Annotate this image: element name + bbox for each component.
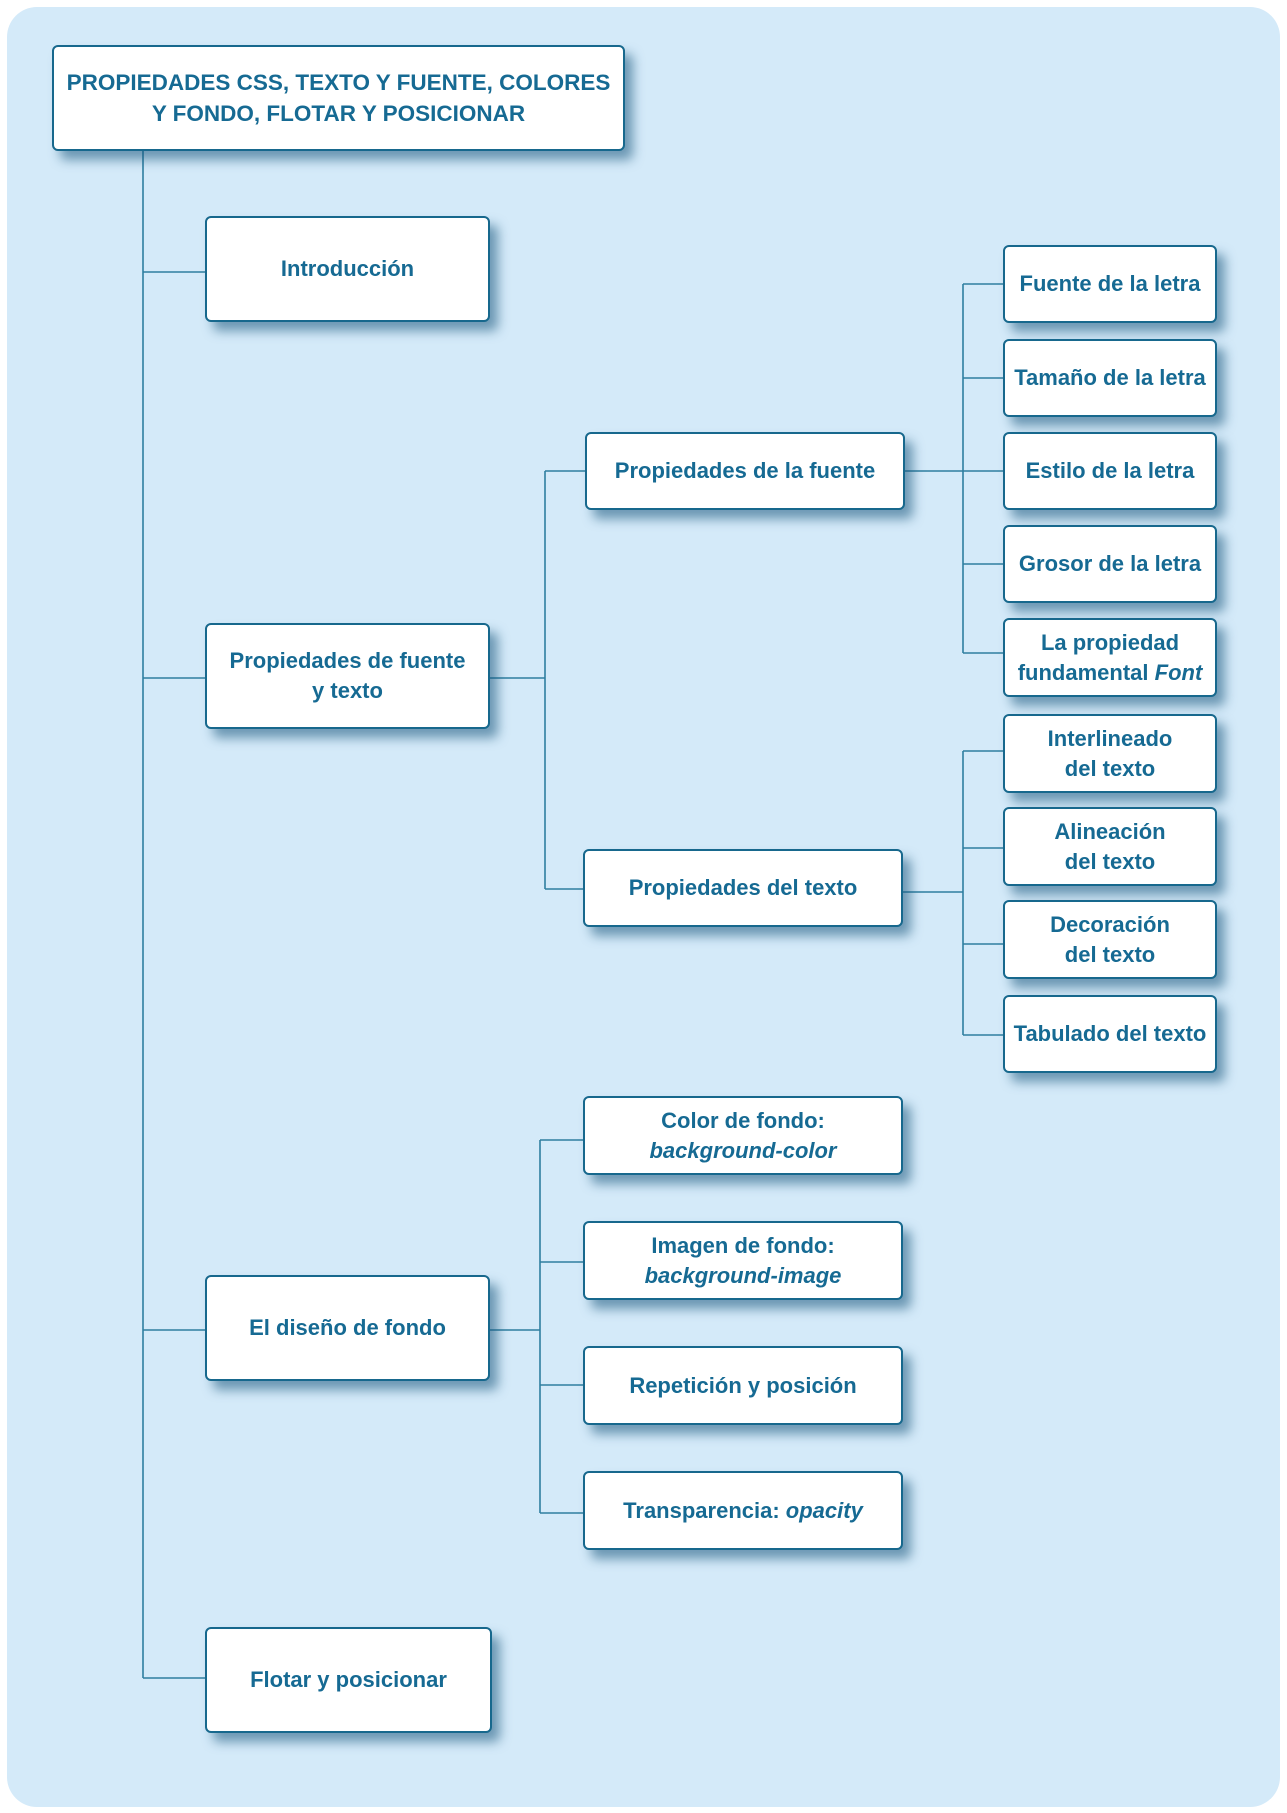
node-label-line-2: fundamental Font <box>1018 658 1203 688</box>
node-tamano-de-la-letra: Tamaño de la letra <box>1003 339 1217 417</box>
node-label: Tamaño de la letra <box>1014 365 1206 390</box>
node-label-line-1: Decoración <box>1050 911 1170 937</box>
node-label-line-2: background-color <box>649 1137 837 1163</box>
node-label: Flotar y posicionar <box>250 1667 447 1692</box>
node-grosor-de-la-letra: Grosor de la letra <box>1003 525 1217 603</box>
node-interlineado: Interlineado del texto <box>1003 714 1217 793</box>
node-label-line-2: y texto <box>312 678 383 703</box>
node-label: Repetición y posición <box>629 1372 857 1398</box>
node-label-line-1: Alineación <box>1054 818 1166 844</box>
node-label: Grosor de la letra <box>1018 551 1202 576</box>
node-diseno-de-fondo: El diseño de fondo <box>205 1275 490 1381</box>
node-label-line-1: Propiedades de fuente <box>229 648 466 673</box>
node-imagen-de-fondo: Imagen de fondo: background-image <box>583 1221 903 1300</box>
node-label: Introducción <box>280 256 415 281</box>
node-flotar-y-posicionar: Flotar y posicionar <box>205 1627 492 1733</box>
node-label: Propiedades del texto <box>628 875 858 900</box>
node-label: El diseño de fondo <box>249 1315 446 1340</box>
node-propiedad-font: La propiedad fundamental Font <box>1003 618 1217 697</box>
node-label: Tabulado del texto <box>1013 1021 1207 1046</box>
node-label-line-1: Imagen de fondo: <box>651 1232 835 1258</box>
node-propiedades-de-la-fuente: Propiedades de la fuente <box>585 432 905 510</box>
root-title-line-2: Y FONDO, FLOTAR Y POSICIONAR <box>151 101 526 126</box>
root-title-line-1: PROPIEDADES CSS, TEXTO Y FUENTE, COLORES <box>66 70 611 95</box>
node-label-line-1: La propiedad <box>1040 629 1180 655</box>
node-label-italic: Font <box>1154 659 1203 685</box>
node-repeticion-y-posicion: Repetición y posición <box>583 1346 903 1425</box>
node-label: Estilo de la letra <box>1025 458 1195 483</box>
node-fuente-de-la-letra: Fuente de la letra <box>1003 245 1217 323</box>
node-alineacion: Alineación del texto <box>1003 807 1217 886</box>
node-label-line-2: del texto <box>1064 941 1156 967</box>
node-introduccion: Introducción <box>205 216 490 322</box>
node-propiedades-fuente-y-texto: Propiedades de fuente y texto <box>205 623 490 729</box>
node-label-part: Transparencia: <box>623 1497 786 1523</box>
node-label: Transparencia: opacity <box>623 1496 863 1526</box>
root-node: PROPIEDADES CSS, TEXTO Y FUENTE, COLORES… <box>52 45 625 151</box>
node-label-line-2: del texto <box>1064 848 1156 874</box>
node-color-de-fondo: Color de fondo: background-color <box>583 1096 903 1175</box>
node-label-line-1: Color de fondo: <box>661 1107 825 1133</box>
node-tabulado: Tabulado del texto <box>1003 995 1217 1073</box>
node-decoracion: Decoración del texto <box>1003 900 1217 979</box>
node-estilo-de-la-letra: Estilo de la letra <box>1003 432 1217 510</box>
node-label: Fuente de la letra <box>1019 271 1201 296</box>
node-transparencia: Transparencia: opacity <box>583 1471 903 1550</box>
node-label-line-1: Interlineado <box>1047 725 1173 751</box>
node-label-line-2: del texto <box>1064 755 1156 781</box>
node-label-part: fundamental <box>1017 659 1155 685</box>
node-label: Propiedades de la fuente <box>614 458 876 483</box>
node-propiedades-del-texto: Propiedades del texto <box>583 849 903 927</box>
node-label-italic: opacity <box>785 1497 863 1523</box>
node-label-line-2: background-image <box>644 1262 842 1288</box>
